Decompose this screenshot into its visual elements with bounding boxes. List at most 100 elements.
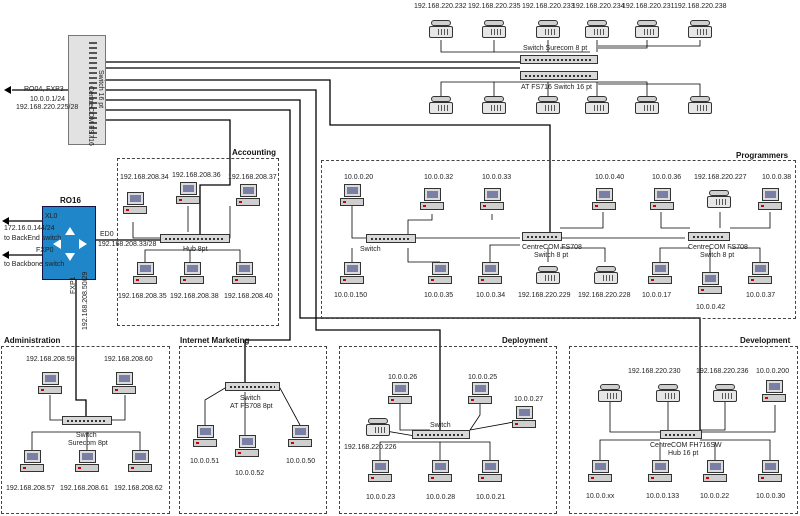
top-phone-ip-2: 192.168.220.235 bbox=[468, 3, 521, 10]
programmers-switch-b-label-2: Switch 8 pt bbox=[534, 252, 569, 259]
development-group bbox=[569, 346, 798, 514]
deployment-group bbox=[339, 346, 557, 514]
computer-icon bbox=[480, 188, 504, 212]
computer-icon bbox=[20, 450, 44, 474]
accounting-ip: 192.168.208.34 bbox=[120, 174, 169, 181]
programmers-ip: 10.0.0.150 bbox=[334, 292, 368, 299]
internet-marketing-title: Internet Marketing bbox=[180, 336, 250, 345]
computer-icon bbox=[123, 192, 147, 216]
fxp0-label: FXP0 bbox=[36, 247, 54, 254]
switch-surecom-top-label: Switch Surecom 8 pt bbox=[523, 45, 588, 52]
computer-icon bbox=[478, 262, 502, 286]
administration-ip: 192.168.208.59 bbox=[26, 356, 75, 363]
programmers-switch-c bbox=[688, 232, 730, 241]
fxp1-label: FXP1 bbox=[70, 276, 77, 294]
deployment-ip: 10.0.0.21 bbox=[476, 494, 506, 501]
top-phone-ip-1: 192.168.220.232 bbox=[414, 3, 467, 10]
internet-marketing-group bbox=[179, 346, 327, 514]
development-ip: 192.168.220.230 bbox=[628, 368, 681, 375]
computer-icon bbox=[133, 262, 157, 286]
development-hub-label-2: Hub 16 pt bbox=[668, 450, 699, 457]
accounting-ip: 192.168.208.35 bbox=[118, 293, 167, 300]
development-title: Development bbox=[740, 336, 791, 345]
administration-switch-label-1: Switch bbox=[76, 432, 97, 439]
fxp1-ip: 192.168.208.50/29 bbox=[82, 271, 89, 330]
xl0-label: XL0 bbox=[45, 213, 58, 220]
development-ip: 10.0.0.22 bbox=[700, 493, 730, 500]
computer-icon bbox=[428, 262, 452, 286]
computer-icon bbox=[112, 372, 136, 396]
computer-icon bbox=[420, 188, 444, 212]
programmers-ip: 10.0.0.34 bbox=[476, 292, 506, 299]
core-switch-rack bbox=[68, 35, 106, 145]
ro04-label: RO04, FXP3 bbox=[24, 86, 64, 93]
deployment-ip: 10.0.0.26 bbox=[388, 374, 418, 381]
phone-icon bbox=[594, 266, 618, 284]
arrow-left-icon bbox=[2, 217, 9, 225]
phone-icon bbox=[429, 20, 453, 38]
deployment-ip: 10.0.0.25 bbox=[468, 374, 498, 381]
deployment-switch bbox=[412, 430, 470, 439]
ro04-subnet-a: 10.0.0.1/24 bbox=[30, 96, 66, 103]
computer-icon bbox=[38, 372, 62, 396]
computer-icon bbox=[512, 406, 536, 430]
phone-icon bbox=[585, 96, 609, 114]
computer-icon bbox=[648, 460, 672, 484]
top-phone-ip-5: 192.168.220.231 bbox=[622, 3, 675, 10]
development-ip: 10.0.0.133 bbox=[646, 493, 680, 500]
computer-icon bbox=[592, 188, 616, 212]
phone-icon bbox=[598, 384, 622, 402]
arrow-left-icon bbox=[4, 86, 11, 94]
computer-icon bbox=[340, 184, 364, 208]
programmers-switch-b-label-1: CentreCOM FS708 bbox=[522, 244, 582, 251]
phone-icon bbox=[482, 96, 506, 114]
arrow-left-icon bbox=[2, 251, 9, 259]
ed0-ip: 192.168.208.33/28 bbox=[98, 241, 157, 248]
programmers-switch-a-label: Switch bbox=[360, 246, 381, 253]
top-phone-ip-3: 192.168.220.233 bbox=[522, 3, 575, 10]
computer-icon bbox=[758, 460, 782, 484]
computer-icon bbox=[368, 460, 392, 484]
programmers-ip: 192.168.220.228 bbox=[578, 292, 631, 299]
computer-icon bbox=[340, 262, 364, 286]
programmers-ip: 10.0.0.35 bbox=[424, 292, 454, 299]
ro04-subnet-b: 192.168.220.225/28 bbox=[16, 104, 79, 111]
computer-icon bbox=[75, 450, 99, 474]
administration-ip: 192.168.208.61 bbox=[60, 485, 109, 492]
accounting-title: Accounting bbox=[232, 148, 276, 157]
computer-icon bbox=[762, 380, 786, 404]
phone-icon bbox=[429, 96, 453, 114]
development-ip: 192.168.220.236 bbox=[696, 368, 749, 375]
computer-icon bbox=[703, 460, 727, 484]
programmers-group bbox=[321, 160, 796, 319]
deployment-ip: 10.0.0.27 bbox=[514, 396, 544, 403]
switch-surecom-top bbox=[520, 55, 598, 64]
computer-icon bbox=[648, 262, 672, 286]
computer-icon bbox=[428, 460, 452, 484]
programmers-title: Programmers bbox=[736, 151, 789, 160]
development-hub bbox=[660, 430, 702, 439]
phone-icon bbox=[536, 96, 560, 114]
top-phone-ip-4: 192.168.220.234 bbox=[572, 3, 625, 10]
internet-marketing-ip: 10.0.0.52 bbox=[235, 470, 265, 477]
administration-title: Administration bbox=[4, 336, 61, 345]
programmers-ip: 192.168.220.227 bbox=[694, 174, 747, 181]
administration-ip: 192.168.208.62 bbox=[114, 485, 163, 492]
internet-marketing-switch bbox=[225, 382, 280, 391]
phone-icon bbox=[656, 384, 680, 402]
router-icon bbox=[42, 206, 96, 280]
internet-marketing-switch-label-1: Switch bbox=[240, 395, 261, 402]
programmers-ip: 10.0.0.42 bbox=[696, 304, 726, 311]
computer-icon bbox=[748, 262, 772, 286]
accounting-ip: 192.168.208.38 bbox=[170, 293, 219, 300]
router-arrows-icon bbox=[53, 227, 87, 261]
phone-icon bbox=[707, 190, 731, 208]
computer-icon bbox=[128, 450, 152, 474]
computer-icon bbox=[588, 460, 612, 484]
phone-icon bbox=[482, 20, 506, 38]
ed0-label: ED0 bbox=[100, 231, 114, 238]
programmers-ip: 10.0.0.40 bbox=[595, 174, 625, 181]
